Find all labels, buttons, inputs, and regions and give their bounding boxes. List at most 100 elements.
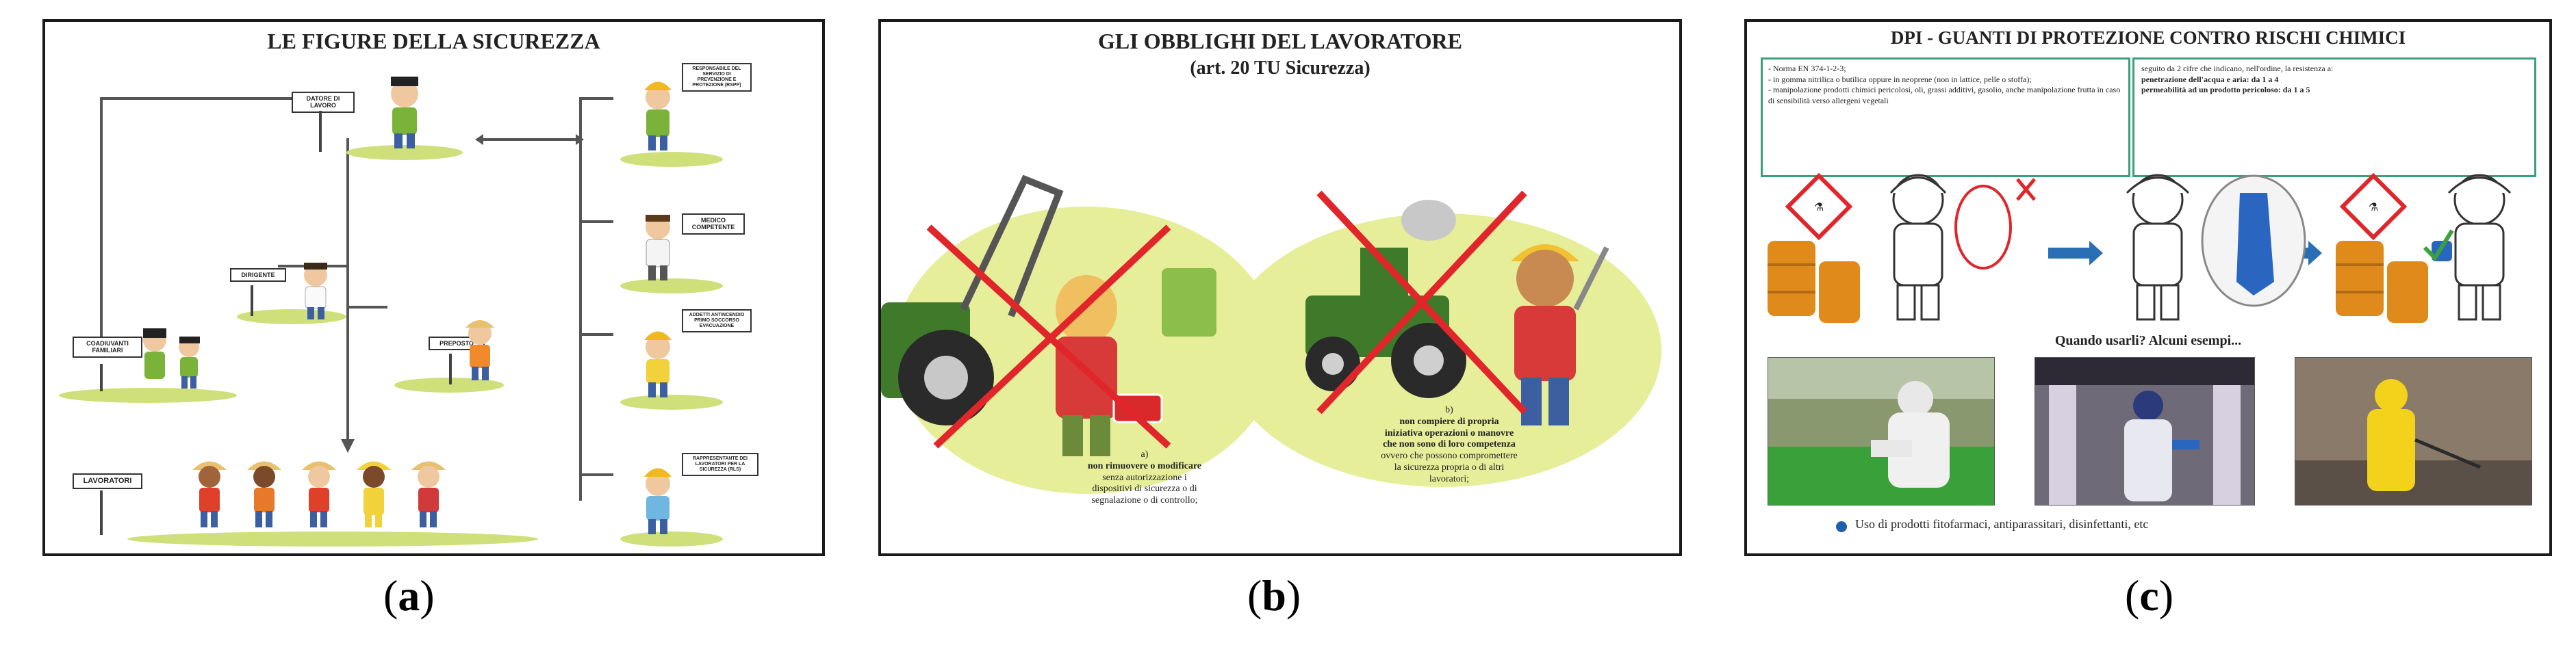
grass-patch	[127, 532, 538, 547]
worker-figure	[1511, 244, 1609, 425]
svg-text:⚗: ⚗	[1814, 200, 1824, 213]
tractor	[1305, 200, 1466, 398]
person-figure	[143, 328, 166, 379]
person-figure	[644, 331, 672, 397]
examples-title: Quando usarli? Alcuni esempi...	[2054, 333, 2242, 348]
sign-addetti-emergenze: ADDETTI ANTINCENDIO PRIMO SOCCORSO EVACU…	[682, 309, 752, 333]
sign-post	[251, 285, 253, 316]
info-line-bold: permeabilità ad un prodotto pericoloso: …	[2141, 85, 2310, 95]
drum-icon	[1819, 261, 1860, 323]
green-panel	[1162, 268, 1216, 337]
worker-figure	[2126, 174, 2190, 321]
caption-letter: c	[2139, 571, 2159, 620]
caption-c: (c)	[2125, 570, 2173, 621]
photo-disinfection-worker	[2035, 357, 2255, 506]
person-figure	[644, 468, 672, 534]
connector-line	[579, 97, 582, 501]
check-mark-icon	[2423, 229, 2454, 261]
drum-icon	[1768, 241, 1815, 316]
worker-figure	[2432, 174, 2512, 321]
lawn-mower	[881, 174, 1064, 425]
blue-glove-icon	[2236, 193, 2274, 296]
arrow-head	[475, 134, 483, 145]
sign-post	[100, 490, 103, 535]
info-line-bold: penetrazione dell'acqua e aria: da 1 a 4	[2141, 74, 2279, 84]
glove-info-left-text: - Norma EN 374-1-2-3; - in gomma nitrili…	[1768, 64, 2123, 106]
glove-info-box-right: seguito da 2 cifre che indicano, nell'or…	[2132, 57, 2536, 177]
panel-b-title: GLI OBBLIGHI DEL LAVORATORE	[1098, 29, 1462, 53]
panel-b-worker-duties: GLI OBBLIGHI DEL LAVORATORE (art. 20 TU …	[878, 19, 1682, 556]
caption-letter: a	[398, 571, 420, 620]
sign-coadiuvanti-familiari: COADIUVANTI FAMILIARI	[73, 337, 142, 358]
connector-line	[100, 97, 346, 100]
panel-b-subtitle: (art. 20 TU Sicurezza)	[1190, 57, 1370, 79]
duty-b-body: ovvero che possono compromettere la sicu…	[1381, 451, 1518, 484]
worker-duties-illustration	[881, 174, 1661, 494]
red-x-icon	[2016, 178, 2036, 201]
person-figure	[646, 215, 670, 280]
grass-patch	[620, 395, 723, 410]
drum-icon	[2387, 261, 2428, 323]
sign-medico-competente: MEDICO COMPETENTE	[682, 213, 745, 235]
duty-a-text: a) non rimuovere o modificare senza auto…	[1086, 449, 1203, 507]
usage-note: Uso di prodotti fitofarmaci, antiparassi…	[1855, 517, 2149, 531]
burned-hand-highlight	[1954, 185, 2012, 270]
worker-figure	[1889, 174, 1947, 321]
person-figure	[179, 337, 200, 389]
panel-c-title: DPI - GUANTI DI PROTEZIONE CONTRO RISCHI…	[1890, 27, 2406, 48]
caption-paren: )	[420, 571, 435, 620]
grass-patch	[620, 532, 723, 547]
connector-line	[579, 97, 613, 100]
photo-disinfection-illustration	[2035, 358, 2254, 505]
info-line: - in gomma nitrilica o butilica oppure i…	[1768, 74, 2032, 84]
caption-paren: (	[383, 571, 398, 620]
panel-a-safety-figures: LE FIGURE DELLA SICUREZZA DATORE DI LAVO…	[42, 19, 825, 556]
info-line: - manipolazione prodotti chimici pericol…	[1768, 85, 2121, 105]
panel-a-title: LE FIGURE DELLA SICUREZZA	[267, 29, 600, 53]
photo-sprayer-worker	[1768, 357, 1995, 506]
connector-line	[346, 306, 387, 309]
double-arrow-line	[483, 138, 579, 141]
info-line: seguito da 2 cifre che indicano, nell'or…	[2141, 64, 2334, 73]
photo-yellow-suit-illustration	[2295, 358, 2532, 505]
grass-patch	[394, 378, 504, 393]
connector-line	[346, 138, 349, 439]
panel-c-chemical-gloves: DPI - GUANTI DI PROTEZIONE CONTRO RISCHI…	[1744, 19, 2552, 556]
grass-patch	[59, 388, 237, 403]
connector-line	[579, 473, 613, 476]
corrosive-hazard-icon: ⚗	[2339, 172, 2408, 241]
glove-sequence-illustration: ⚗ ⚗	[1768, 172, 2512, 323]
caption-paren: )	[1286, 571, 1301, 620]
caption-paren: (	[2125, 571, 2140, 620]
sign-rspp: RESPONSABILE DEL SERVIZIO DI PREVENZIONE…	[682, 63, 752, 92]
caption-paren: )	[2158, 571, 2174, 620]
arrow-head	[576, 134, 584, 145]
connector-line	[100, 97, 103, 340]
arrow-right-icon	[2048, 241, 2103, 265]
connector-line	[579, 220, 613, 223]
sign-datore-di-lavoro: DATORE DI LAVORO	[292, 92, 355, 113]
duty-b-letter: b)	[1445, 405, 1453, 415]
person-figure	[644, 81, 672, 150]
arrow-head	[341, 439, 355, 453]
connector-line	[579, 333, 613, 336]
sign-lavoratori: LAVORATORI	[73, 473, 142, 489]
caption-a: (a)	[383, 570, 435, 621]
bullet-icon	[1836, 521, 1847, 532]
glove-info-right-text: seguito da 2 cifre che indicano, nell'or…	[2141, 64, 2527, 96]
sign-post	[100, 364, 103, 391]
red-cross-line	[1316, 190, 1527, 415]
sign-dirigente: DIRIGENTE	[230, 268, 286, 283]
grass-patch	[346, 145, 463, 160]
person-figure	[466, 320, 494, 380]
duty-b-text: b) non compiere di propria iniziativa op…	[1381, 405, 1518, 486]
glove-info-box-left: - Norma EN 374-1-2-3; - in gomma nitrili…	[1761, 57, 2130, 177]
drum-icon	[2336, 241, 2384, 316]
red-cross-line	[933, 224, 1171, 449]
caption-b: (b)	[1247, 570, 1301, 621]
sign-rls: RAPPRESENTANTE DEI LAVORATORI PER LA SIC…	[682, 453, 758, 477]
person-figure	[304, 263, 327, 319]
svg-text:⚗: ⚗	[2369, 200, 2378, 213]
duty-a-body: senza autorizzazione i dispositivi di si…	[1091, 472, 1198, 506]
caption-letter: b	[1262, 571, 1286, 620]
